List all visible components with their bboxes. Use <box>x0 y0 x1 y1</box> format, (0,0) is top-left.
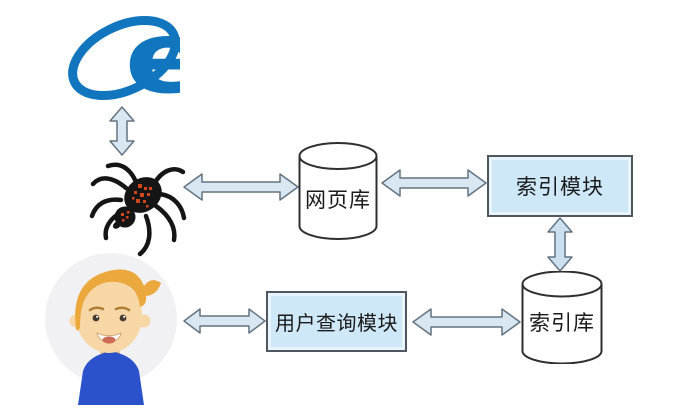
user-avatar-icon <box>45 253 177 405</box>
node-query-module: 用户查询模块 <box>266 291 407 352</box>
node-index-database: 索引库 <box>521 270 603 365</box>
arrow-webdb-indexmodule <box>381 169 487 197</box>
node-index-module: 索引模块 <box>487 155 633 217</box>
node-web-database: 网页库 <box>298 142 378 240</box>
arrow-indexmodule-indexdb <box>547 217 573 272</box>
arrow-querymodule-indexdb <box>412 308 521 336</box>
spider-crawler-icon <box>89 162 187 257</box>
arrow-user-querymodule <box>183 308 266 334</box>
internet-explorer-icon: e <box>63 8 180 104</box>
cylinder-shape <box>521 270 603 365</box>
arrow-browser-spider <box>109 106 135 156</box>
web-database-label: 网页库 <box>305 188 371 212</box>
query-module-label: 用户查询模块 <box>275 313 398 335</box>
cylinder-shape <box>298 142 378 240</box>
index-module-label: 索引模块 <box>516 175 604 199</box>
arrow-spider-webdb <box>183 173 299 201</box>
index-database-label: 索引库 <box>529 311 595 335</box>
